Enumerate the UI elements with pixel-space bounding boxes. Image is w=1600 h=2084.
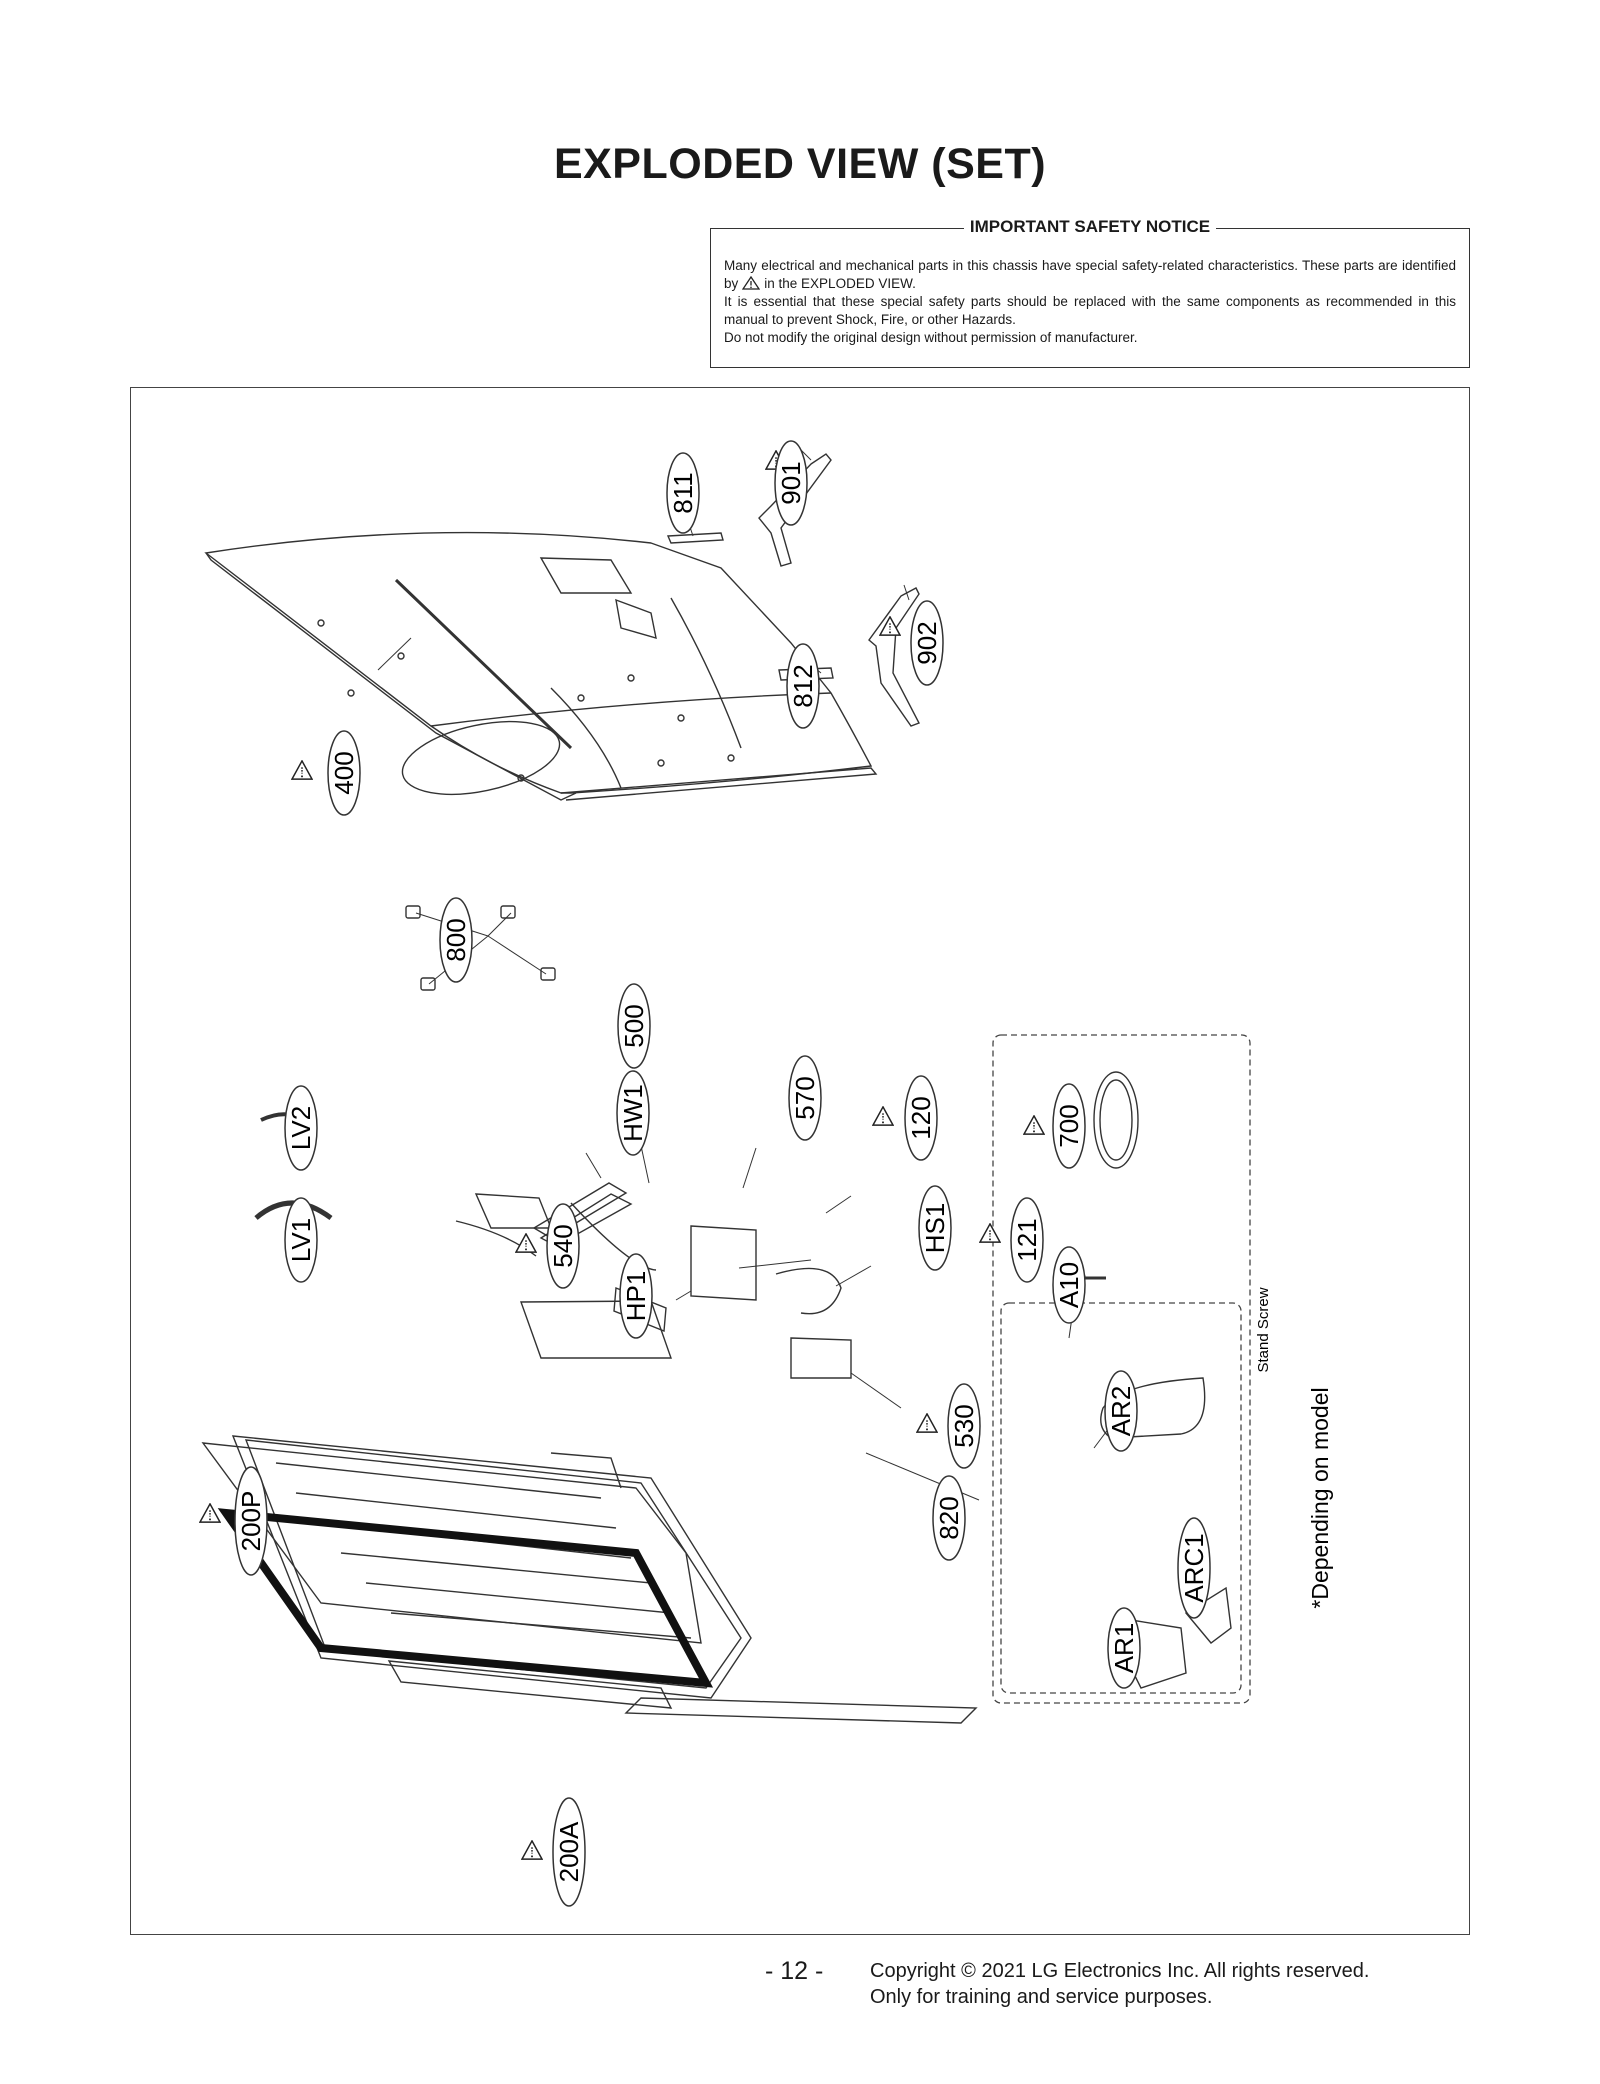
svg-text:AR2: AR2 — [1106, 1386, 1136, 1437]
cover-cap-drawing — [666, 532, 724, 544]
svg-text:HS1: HS1 — [920, 1203, 950, 1254]
notice-line-1-end: in the EXPLODED VIEW. — [764, 276, 916, 291]
svg-text:HW1: HW1 — [618, 1084, 648, 1142]
remote-drawing — [1100, 1377, 1206, 1439]
warning-triangle-icon — [291, 760, 313, 780]
bottom-bar-drawing — [624, 1697, 978, 1724]
page-number: - 12 - — [765, 1957, 824, 1985]
power-board-drawing — [690, 1225, 757, 1301]
svg-text:540: 540 — [548, 1224, 578, 1267]
notice-line-1: Many electrical and mechanical parts in … — [724, 258, 1456, 291]
exploded-view-diagram: 811 901 902 812 400 800 500 HW1 570 120 — [199, 440, 1333, 1907]
svg-text:A10: A10 — [1054, 1262, 1084, 1308]
label-200P: 200P — [234, 1466, 268, 1576]
warning-triangle-icon — [742, 276, 761, 290]
label-530: 530 — [947, 1383, 981, 1469]
svg-text:200A: 200A — [554, 1821, 584, 1882]
label-820: 820 — [932, 1475, 966, 1561]
label-700: 700 — [1052, 1083, 1086, 1169]
label-800: 800 — [439, 897, 473, 983]
film-drawing — [520, 1300, 672, 1359]
label-570: 570 — [788, 1055, 822, 1141]
tape-drawing — [217, 1508, 714, 1688]
safety-notice-heading: IMPORTANT SAFETY NOTICE — [711, 217, 1469, 237]
cable-lv1-drawing — [254, 1200, 333, 1221]
svg-text:121: 121 — [1012, 1218, 1042, 1261]
back-cover-drawing — [204, 531, 878, 801]
brackets-drawing — [405, 905, 556, 991]
power-cord-drawing — [1093, 1071, 1139, 1169]
label-ARC1: ARC1 — [1177, 1517, 1211, 1619]
notice-line-3: Do not modify the original design withou… — [724, 330, 1138, 345]
warning-triangle-icon — [916, 1413, 938, 1433]
svg-text:812: 812 — [788, 664, 818, 707]
svg-text:901: 901 — [776, 461, 806, 504]
svg-text:902: 902 — [912, 621, 942, 664]
svg-text:LV2: LV2 — [286, 1106, 316, 1150]
stand-screw-label: Stand Screw — [1255, 1287, 1272, 1372]
front-frame-drawing — [231, 1435, 752, 1709]
warning-triangle-icon — [979, 1223, 1001, 1243]
label-400: 400 — [327, 730, 361, 816]
label-LV2: LV2 — [284, 1085, 318, 1171]
label-540: 540 — [546, 1203, 580, 1289]
label-AR1: AR1 — [1107, 1607, 1141, 1689]
leader-lines — [377, 447, 1207, 1599]
harness-drawing — [570, 1202, 657, 1271]
warning-triangle-icon — [872, 1106, 894, 1126]
stand-drawing — [758, 453, 920, 727]
label-121: 121 — [1010, 1197, 1044, 1283]
exploded-view-frame: 811 901 902 812 400 800 500 HW1 570 120 — [130, 387, 1470, 1935]
svg-text:700: 700 — [1054, 1104, 1084, 1147]
notice-line-2: It is essential that these special safet… — [724, 294, 1456, 327]
label-901: 901 — [774, 440, 808, 526]
label-A10: A10 — [1052, 1246, 1086, 1324]
svg-text:400: 400 — [329, 751, 359, 794]
power-cord-drawing — [1099, 1079, 1133, 1161]
panel-drawing — [201, 1442, 702, 1644]
model-dependent-box — [1000, 1302, 1242, 1694]
label-120: 120 — [904, 1075, 938, 1161]
svg-text:HP1: HP1 — [621, 1271, 651, 1322]
label-AR2: AR2 — [1104, 1370, 1138, 1452]
svg-text:120: 120 — [906, 1096, 936, 1139]
harness-drawing — [775, 1267, 842, 1315]
label-HS1: HS1 — [918, 1185, 952, 1271]
label-500: 500 — [617, 983, 651, 1069]
label-HP1: HP1 — [619, 1253, 653, 1339]
page-title: EXPLODED VIEW (SET) — [553, 140, 1047, 188]
board-drawing — [790, 1337, 852, 1379]
label-HW1: HW1 — [616, 1070, 650, 1156]
svg-text:820: 820 — [934, 1496, 964, 1539]
svg-text:200P: 200P — [236, 1491, 266, 1552]
svg-text:AR1: AR1 — [1109, 1623, 1139, 1674]
svg-text:800: 800 — [441, 918, 471, 961]
warning-triangle-icon — [515, 1233, 537, 1253]
label-LV1: LV1 — [284, 1197, 318, 1283]
warning-triangle-icon — [521, 1840, 543, 1860]
safety-notice-body: Many electrical and mechanical parts in … — [724, 257, 1456, 347]
label-902: 902 — [910, 600, 944, 686]
svg-text:570: 570 — [790, 1076, 820, 1119]
svg-text:LV1: LV1 — [286, 1218, 316, 1262]
safety-notice-box: IMPORTANT SAFETY NOTICE Many electrical … — [710, 217, 1470, 368]
svg-text:811: 811 — [668, 472, 698, 513]
label-811: 811 — [666, 452, 700, 534]
label-200A: 200A — [552, 1797, 586, 1907]
svg-text:500: 500 — [619, 1004, 649, 1047]
svg-text:530: 530 — [949, 1404, 979, 1447]
copyright: Copyright © 2021 LG Electronics Inc. All… — [870, 1960, 1370, 2008]
warning-triangle-icon — [1023, 1115, 1045, 1135]
label-812: 812 — [786, 643, 820, 729]
accessory-box — [992, 1034, 1251, 1704]
svg-text:ARC1: ARC1 — [1179, 1533, 1209, 1602]
depending-on-model-note: *Depending on model — [1307, 1387, 1333, 1608]
main-board-drawing — [474, 1193, 553, 1229]
warning-triangle-icon — [199, 1503, 221, 1523]
